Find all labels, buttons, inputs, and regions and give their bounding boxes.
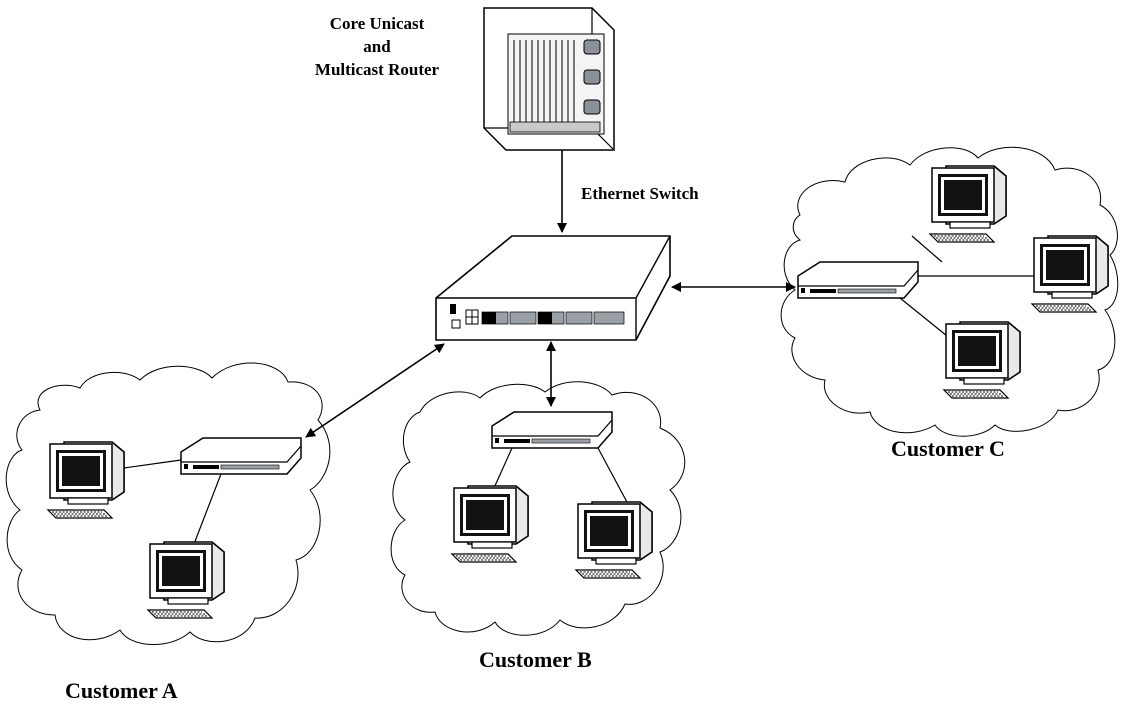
customer-c-switch-icon	[797, 261, 919, 299]
customer-a-cloud	[5, 362, 331, 645]
customer-b-label: Customer B	[479, 647, 592, 672]
customer-c-label: Customer C	[891, 436, 1005, 461]
router-label: Core Unicast and Multicast Router	[272, 12, 482, 81]
link-switch-to-customer-a	[305, 343, 445, 438]
core-router-icon	[483, 7, 615, 151]
customer-b-switch-icon	[491, 411, 613, 449]
ethernet-switch-label: Ethernet Switch	[581, 184, 699, 203]
ethernet-switch-icon	[435, 235, 671, 341]
router-label-line-1: Core Unicast	[329, 14, 425, 33]
customer-a-switch-icon	[180, 437, 302, 475]
router-label-line-2: and	[363, 37, 391, 56]
customer-c-cloud	[780, 146, 1119, 437]
router-label-line-3: Multicast Router	[314, 60, 440, 79]
customer-a-label: Customer A	[65, 678, 178, 703]
